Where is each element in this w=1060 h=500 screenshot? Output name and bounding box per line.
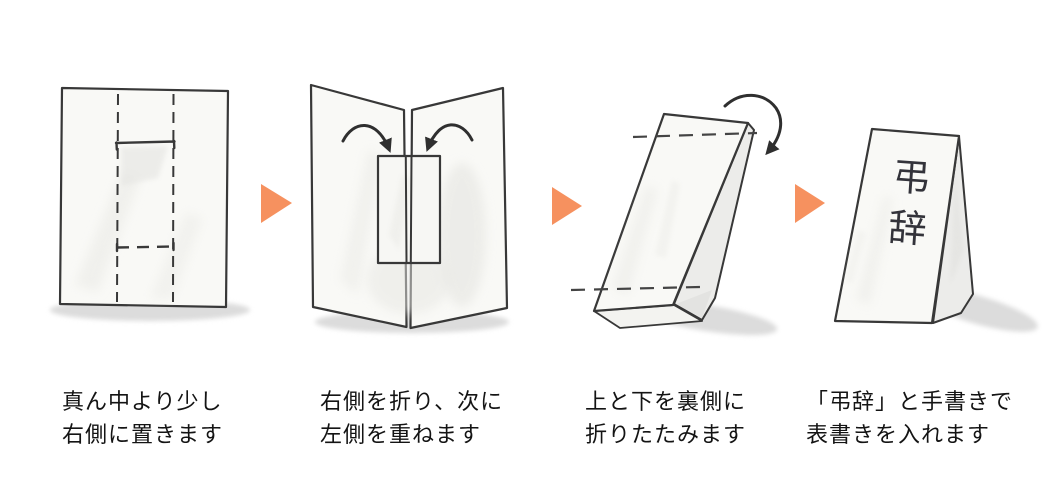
front-label-text: 弔辞 <box>879 155 931 261</box>
inner-sheet-bottom-edge <box>116 245 174 249</box>
inner-sheet-top-edge <box>114 139 176 151</box>
next-step-arrow-icon <box>552 187 582 225</box>
inner-sheet <box>376 154 442 265</box>
fold-direction-arrow <box>341 124 392 153</box>
caption-line: 「弔辞」と手書きで <box>806 389 1014 414</box>
fold-direction-arrow <box>425 123 474 152</box>
caption-line: 表書きを入れます <box>806 422 991 447</box>
fold-over-arrow <box>723 93 783 156</box>
next-step-arrow-icon <box>795 184 825 223</box>
watercolor-shade <box>121 146 168 186</box>
top-fold-line <box>632 131 758 139</box>
watercolor-shade <box>655 180 680 258</box>
step-4-caption: 「弔辞」と手書きで 表書きを入れます <box>806 385 1013 451</box>
step-2-illustration <box>309 83 509 333</box>
caption-line: 左側を重ねます <box>320 422 482 447</box>
step-3-illustration <box>570 93 783 336</box>
caption-line: 真ん中より少し <box>62 389 223 414</box>
step-2-caption: 右側を折り、次に 左側を重ねます <box>320 385 503 451</box>
step-4-illustration <box>833 127 1038 332</box>
watercolor-shade <box>75 172 140 292</box>
watercolor-shade <box>150 212 203 300</box>
watercolor-shade <box>438 163 486 307</box>
step-1-illustration <box>50 86 250 321</box>
caption-line: 右側を折り、次に <box>320 389 504 414</box>
step-3-caption: 上と下を裏側に 折りたたみます <box>585 385 746 451</box>
caption-line: 折りたたみます <box>585 422 747 447</box>
watercolor-shade <box>950 170 964 285</box>
caption-line: 上と下を裏側に <box>585 389 747 414</box>
caption-line: 右側に置きます <box>62 422 224 447</box>
next-step-arrow-icon <box>261 184 292 223</box>
watercolor-shade <box>340 150 382 295</box>
inner-sheet-bottom-ticks <box>115 241 175 253</box>
watercolor-shade <box>856 195 893 305</box>
step-1-caption: 真ん中より少し 右側に置きます <box>62 385 223 451</box>
spine-edge <box>404 156 413 263</box>
watercolor-shade <box>612 185 658 296</box>
watercolor-shade <box>845 230 866 284</box>
watercolor-shade <box>676 290 712 318</box>
